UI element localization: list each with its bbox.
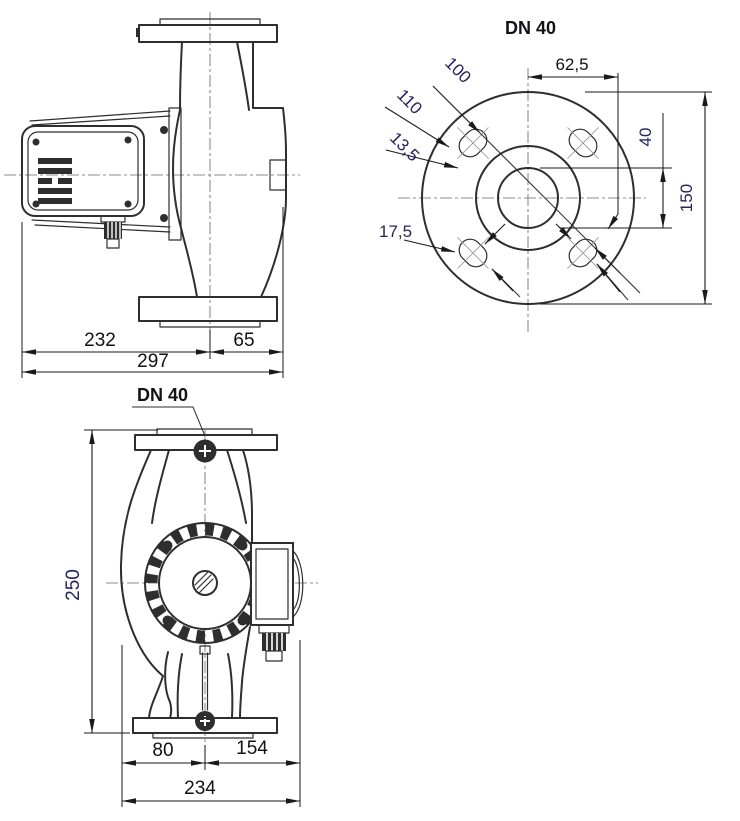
dim-label-65: 65 bbox=[233, 330, 254, 351]
flange-outer-circle bbox=[421, 91, 635, 305]
motor-face-plate bbox=[27, 131, 139, 211]
left-leg-outer bbox=[164, 651, 173, 719]
terminal-box bbox=[250, 542, 304, 626]
gauge-port-boss bbox=[269, 159, 287, 191]
front-view-title: DN 40 bbox=[137, 385, 188, 405]
flange-leaders bbox=[384, 85, 641, 301]
volute-left-wall bbox=[172, 109, 198, 298]
shaft-seam bbox=[201, 652, 209, 711]
ring-bolt bbox=[162, 540, 173, 551]
neck-right-wall bbox=[236, 41, 250, 111]
bolt-holes bbox=[457, 127, 599, 269]
front-bottom-gasket bbox=[152, 732, 254, 739]
left-leg-inner bbox=[176, 653, 183, 719]
casing-left-inner bbox=[151, 449, 170, 524]
dim-label-234: 234 bbox=[184, 778, 216, 799]
motor-screw bbox=[124, 136, 132, 144]
motor-screw bbox=[32, 138, 40, 146]
flange-hub-circle bbox=[475, 145, 581, 251]
dim-label-80: 80 bbox=[152, 740, 173, 761]
flange-view-title: DN 40 bbox=[505, 18, 556, 38]
dim-250: 250 bbox=[63, 429, 158, 734]
casing-right-lower bbox=[239, 626, 251, 719]
title-leader bbox=[132, 406, 206, 437]
ring-bolt bbox=[162, 615, 173, 626]
cable-gland bbox=[100, 215, 126, 249]
top-flange bbox=[138, 24, 278, 43]
front-bottom-bolt bbox=[195, 711, 215, 731]
side-view: 232 65 297 bbox=[4, 12, 300, 378]
motor-screw bbox=[32, 200, 40, 208]
casing-shoulder bbox=[252, 41, 284, 109]
casing-left bbox=[119, 449, 164, 719]
volute-right-wall bbox=[260, 107, 287, 298]
casing-right bbox=[242, 449, 253, 544]
motor-ring bbox=[144, 522, 266, 644]
dim-label-154: 154 bbox=[236, 738, 268, 759]
clamp-bolt-bottom bbox=[160, 214, 168, 222]
ring-bolt bbox=[237, 615, 248, 626]
dim-label-40: 40 bbox=[636, 128, 655, 147]
dim-label-110: 110 bbox=[393, 85, 426, 118]
dim-150: 150 bbox=[540, 91, 712, 305]
dim-62-5: 62,5 bbox=[528, 55, 619, 230]
dim-label-297: 297 bbox=[137, 351, 169, 372]
dim-label-100: 100 bbox=[441, 53, 474, 86]
dim-label-62-5: 62,5 bbox=[555, 55, 588, 74]
right-leg-inner bbox=[227, 653, 234, 719]
ring-bolt bbox=[237, 540, 248, 551]
motor-housing bbox=[21, 125, 145, 217]
clamp-bolt-top bbox=[160, 126, 168, 134]
motor-top-band bbox=[29, 110, 171, 126]
flange-bore-circle bbox=[497, 167, 559, 229]
dim-label-13-5: 13,5 bbox=[386, 128, 423, 165]
side-view-dimensions: 232 65 297 bbox=[21, 207, 284, 378]
flange-view: DN 40 bbox=[379, 18, 712, 332]
front-view-dimensions: 80 154 234 bbox=[121, 640, 301, 807]
dim-label-232: 232 bbox=[84, 330, 116, 351]
motor-vent-slots bbox=[38, 158, 72, 204]
dim-40: 40 bbox=[540, 113, 672, 229]
terminal-gland bbox=[258, 624, 290, 662]
bottom-flange bbox=[138, 296, 278, 322]
motor-screw bbox=[124, 200, 132, 208]
motor-bottom-band bbox=[31, 219, 171, 233]
dim-label-150: 150 bbox=[677, 184, 696, 212]
dim-label-250: 250 bbox=[63, 569, 84, 601]
bottom-flange-gasket bbox=[159, 320, 261, 328]
front-top-bolt bbox=[193, 439, 217, 463]
lantern-flange bbox=[168, 107, 182, 241]
shaft-hub bbox=[192, 570, 218, 596]
ring-notch bbox=[199, 645, 211, 655]
front-view: DN 40 bbox=[63, 385, 318, 807]
casing-right-inner bbox=[226, 449, 247, 524]
neck-left-wall bbox=[179, 41, 183, 111]
dim-label-17-5: 17,5 bbox=[379, 222, 412, 241]
flange-edge-tab bbox=[136, 28, 140, 37]
